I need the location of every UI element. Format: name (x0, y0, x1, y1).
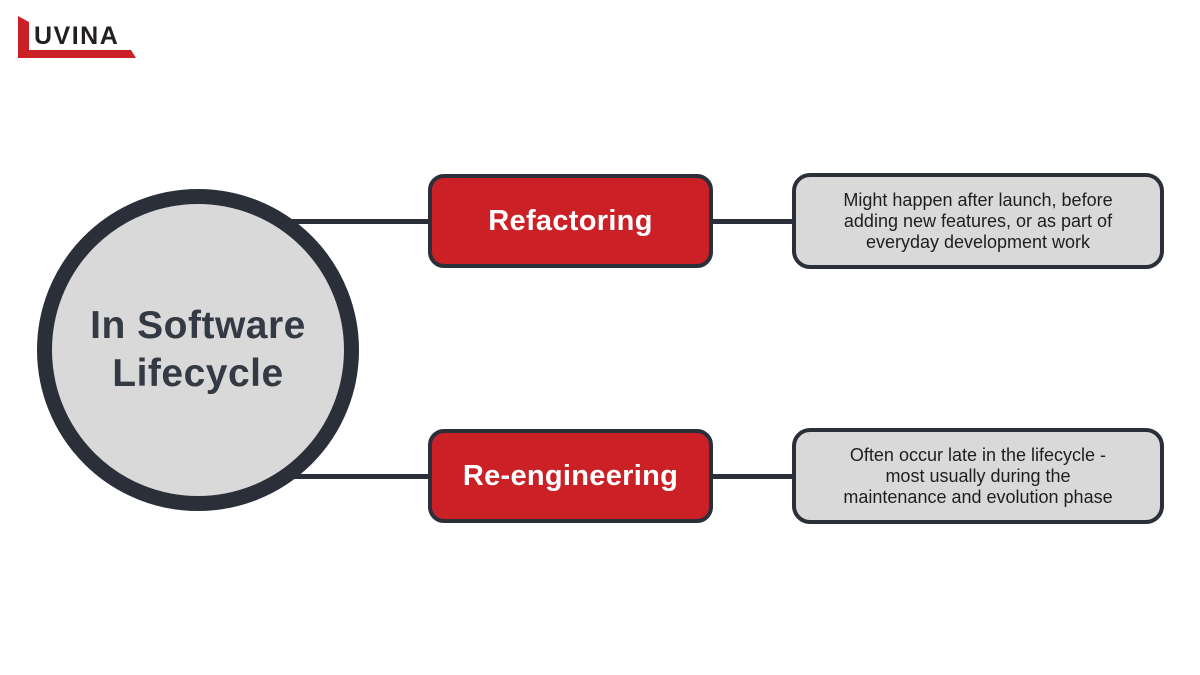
center-node-label: In Software Lifecycle (90, 304, 306, 395)
center-node: In Software Lifecycle (37, 189, 359, 511)
branch-reengineering-description: Often occur late in the lifecycle - most… (843, 444, 1113, 507)
branch-refactoring-box: Refactoring (428, 174, 713, 268)
logo-brand-text: UVINA (34, 22, 120, 50)
branch-reengineering-box: Re-engineering (428, 429, 713, 523)
branch-refactoring-description-box: Might happen after launch, before adding… (792, 173, 1164, 269)
connector-top-right (710, 219, 796, 224)
branch-refactoring-label: Refactoring (488, 204, 653, 237)
branch-refactoring-description: Might happen after launch, before adding… (843, 189, 1113, 252)
connector-bottom-left (280, 474, 430, 479)
luvina-logo: UVINA (18, 13, 148, 63)
branch-reengineering-description-box: Often occur late in the lifecycle - most… (792, 428, 1164, 524)
connector-bottom-right (710, 474, 796, 479)
branch-reengineering-label: Re-engineering (462, 459, 679, 492)
connector-top-left (280, 219, 430, 224)
